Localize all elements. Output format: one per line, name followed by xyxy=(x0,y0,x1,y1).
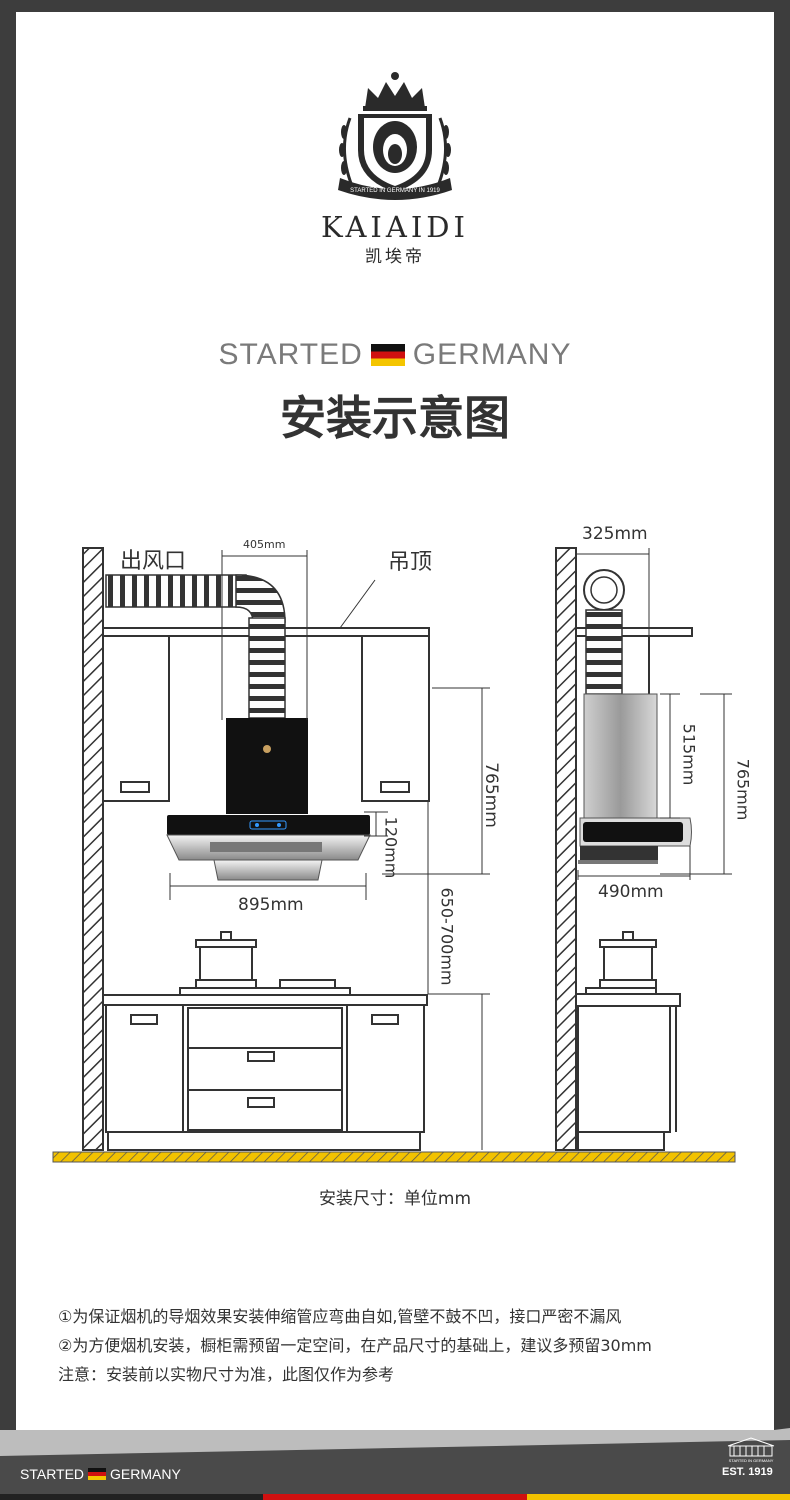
duct-offset-side: 325mm xyxy=(582,524,648,544)
lower-cabinet xyxy=(105,1004,425,1133)
seal-text: STARTED IN GERMANY IN 1919 xyxy=(350,188,440,194)
crown-icon xyxy=(363,72,427,111)
lion-icon xyxy=(373,121,417,173)
brand-name: KAIAIDI xyxy=(321,210,469,244)
ceiling-label: 吊顶 xyxy=(388,550,433,575)
building-icon xyxy=(727,1437,775,1457)
side-dimensions xyxy=(575,548,732,880)
page-title: 安装示意图 xyxy=(280,391,510,445)
hood-width-label: 895mm xyxy=(238,895,304,915)
brand-name-cn: 凯埃帝 xyxy=(365,247,425,267)
installation-diagram xyxy=(52,547,736,1163)
note-item: ②为方便烟机安装，橱柜需预留一定空间，在产品尺寸的基础上，建议多预留30mm xyxy=(58,1336,652,1355)
german-flag-icon xyxy=(88,1468,107,1480)
depth-label: 490mm xyxy=(598,882,664,902)
side-view xyxy=(555,547,693,1151)
front-wall xyxy=(82,547,104,1151)
tagline-left: STARTED xyxy=(218,338,363,371)
outlet-label: 出风口 xyxy=(120,549,187,574)
side-hood xyxy=(578,693,692,864)
footer-left: STARTED xyxy=(20,1466,85,1482)
brand-crest: STARTED IN GERMANY IN 1919 xyxy=(338,72,452,200)
footer-right: GERMANY xyxy=(110,1466,181,1482)
side-duct xyxy=(583,569,625,695)
duct-offset-front: 405mm xyxy=(243,538,286,551)
side-wall xyxy=(555,547,577,1151)
front-duct xyxy=(105,574,286,719)
side-lower-cabinet xyxy=(577,1005,671,1133)
side-ceiling-board xyxy=(575,627,693,637)
footer-seal: EST. 1919 xyxy=(722,1466,773,1478)
tagline: STARTED GERMANY xyxy=(0,338,790,372)
tagline-right: GERMANY xyxy=(412,338,572,371)
unit-note: 安装尺寸：单位mm xyxy=(318,1189,472,1209)
note-item: ①为保证烟机的导烟效果安装伸缩管应弯曲自如,管壁不鼓不凹，接口严密不漏风 xyxy=(58,1307,622,1326)
floor xyxy=(52,1151,736,1163)
front-hood xyxy=(166,718,371,881)
side-stove xyxy=(585,931,657,995)
footer-seal-small: STARTED IN GERMANY xyxy=(729,1458,774,1463)
upper-cabinet-right xyxy=(361,635,430,802)
install-notes: ①为保证烟机的导烟效果安装伸缩管应弯曲自如,管壁不鼓不凹，接口严密不漏风 ②为方… xyxy=(58,1302,758,1389)
front-dimensions xyxy=(169,550,490,1150)
note-item: 注意：安装前以实物尺寸为准，此图仅作为参考 xyxy=(58,1365,395,1384)
ribbon xyxy=(338,178,452,200)
front-stove xyxy=(179,931,351,996)
footer-tagline: STARTED GERMANY xyxy=(20,1466,181,1482)
upper-cabinet-left xyxy=(102,635,170,802)
german-flag-icon xyxy=(370,344,405,366)
